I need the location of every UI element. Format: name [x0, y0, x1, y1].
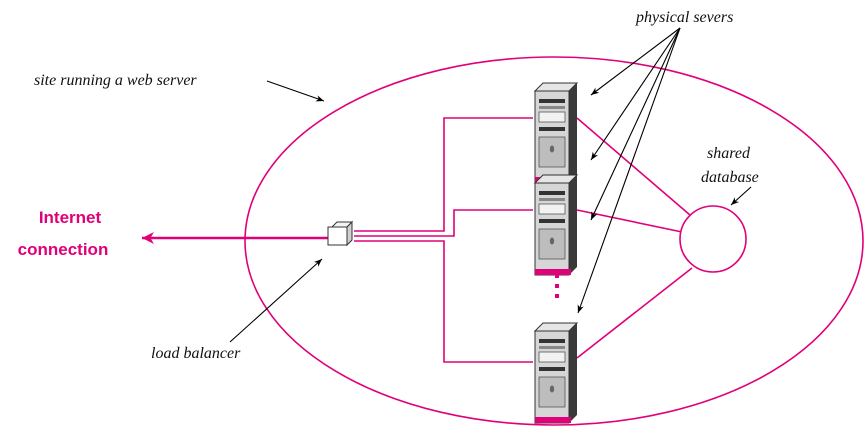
- server-icon: [534, 322, 578, 424]
- shared-database-label-line2: database: [701, 169, 759, 186]
- shared-database-circle: [679, 205, 747, 273]
- internet-label-line1: Internet: [39, 208, 102, 227]
- internet-label-line2: connection: [18, 240, 109, 259]
- load-balancer-label: load balancer: [151, 345, 241, 362]
- server-icon: [534, 82, 578, 184]
- physical-servers-label: physical severs: [635, 9, 733, 26]
- load-balancer-icon: [327, 220, 354, 247]
- site-boundary-ellipse: [244, 56, 864, 426]
- annotation-arrows: [229, 27, 752, 343]
- more-servers-ellipsis: [555, 274, 559, 298]
- shared-database-label-line1: shared: [707, 145, 751, 162]
- server-icon: [534, 174, 578, 276]
- site-label: site running a web server: [34, 72, 197, 89]
- balancer-server-links: [354, 117, 533, 363]
